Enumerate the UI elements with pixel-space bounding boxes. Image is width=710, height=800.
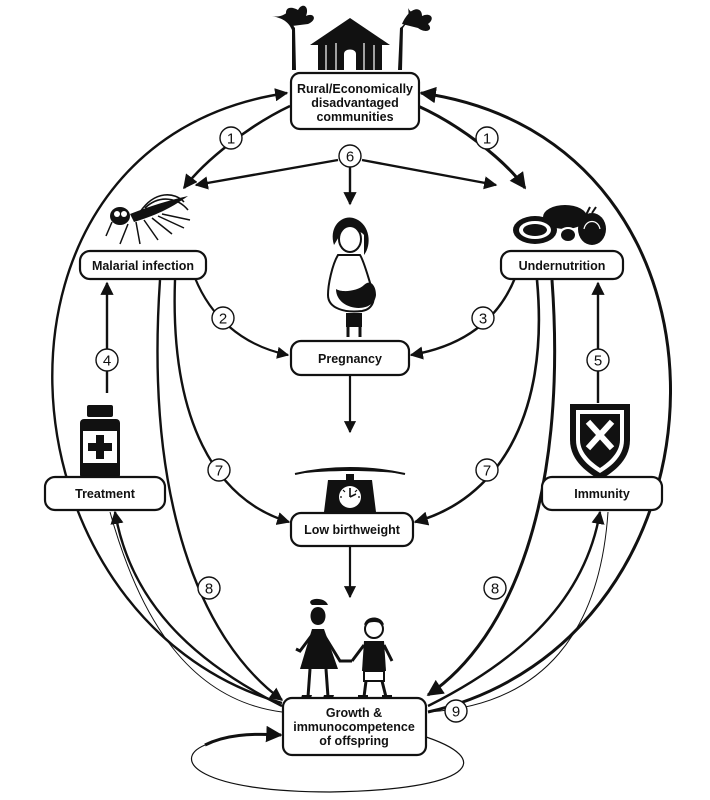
svg-text:1: 1 (227, 131, 235, 148)
pathway-badge-9: 9 (444, 699, 468, 723)
svg-text:6: 6 (346, 149, 354, 166)
pathway-badge-1-right: 1 (475, 126, 499, 150)
edge-6-to-undernutrition (361, 158, 498, 190)
edge-offspring-to-communities-left (51, 88, 289, 705)
edge-offspring-thin-left (109, 511, 283, 713)
shield-cross-icon (570, 404, 630, 480)
pathway-badge-4: 4 (95, 348, 119, 372)
node-treatment: Treatment (43, 475, 167, 512)
svg-text:5: 5 (594, 353, 602, 370)
edge-offspring-to-immunity (427, 510, 605, 708)
communities-label-line-3: communities (316, 110, 393, 124)
node-undernutrition: Undernutrition (499, 249, 625, 281)
immunity-label: Immunity (574, 487, 630, 501)
node-communities: Rural/Economically disadvantaged communi… (289, 71, 421, 131)
undernutrition-label: Undernutrition (519, 259, 606, 273)
pathway-badge-6: 6 (338, 144, 362, 168)
baby-scale-icon (294, 467, 406, 512)
pathway-badge-5: 5 (586, 348, 610, 372)
edge-malaria-to-offspring (156, 279, 284, 701)
food-basket-icon (513, 205, 606, 245)
pregnancy-label: Pregnancy (318, 352, 382, 366)
pathway-badge-2: 2 (211, 306, 235, 330)
pathway-badge-8-left: 8 (197, 576, 221, 600)
edge-undernutrition-to-low-birthweight (413, 279, 541, 526)
communities-label-line-2: disadvantaged (311, 96, 399, 110)
pathway-badge-7-left: 7 (207, 458, 231, 482)
edge-undernutrition-to-offspring (426, 279, 557, 697)
edge-malaria-to-pregnancy (193, 277, 290, 359)
offspring-label-line-1: Growth & (326, 706, 382, 720)
edge-offspring-self-loop (190, 734, 465, 793)
svg-text:2: 2 (219, 311, 227, 328)
pathway-badge-3: 3 (471, 306, 495, 330)
offspring-label-line-2: immunocompetence (293, 720, 415, 734)
svg-text:7: 7 (483, 463, 491, 480)
svg-text:9: 9 (452, 704, 460, 721)
node-offspring: Growth & immunocompetence of offspring (281, 696, 428, 757)
malaria-label: Malarial infection (92, 259, 194, 273)
pathway-badge-1-left: 1 (219, 126, 243, 150)
hut-with-palm-trees-icon (272, 5, 432, 70)
svg-text:1: 1 (483, 131, 491, 148)
children-icon (295, 598, 394, 701)
svg-text:4: 4 (103, 353, 111, 370)
svg-text:7: 7 (215, 463, 223, 480)
edges (51, 86, 672, 793)
communities-label-line-1: Rural/Economically (297, 82, 413, 96)
edge-offspring-to-treatment (110, 510, 283, 708)
edge-undernutrition-to-pregnancy (409, 277, 517, 360)
pregnant-woman-icon (326, 217, 376, 337)
edge-malaria-to-low-birthweight (173, 279, 291, 525)
node-low-birthweight: Low birthweight (289, 511, 415, 548)
svg-text:8: 8 (205, 581, 213, 598)
svg-text:3: 3 (479, 311, 487, 328)
pathway-badge-7-right: 7 (475, 458, 499, 482)
node-malarial-infection: Malarial infection (78, 249, 208, 281)
edge-offspring-to-communities-right (419, 86, 672, 714)
svg-text:8: 8 (491, 581, 499, 598)
pathway-badge-8-right: 8 (483, 576, 507, 600)
edge-offspring-self-loop-arrow (204, 725, 283, 747)
node-immunity: Immunity (540, 475, 664, 512)
treatment-label: Treatment (75, 487, 136, 501)
low-birthweight-label: Low birthweight (304, 523, 401, 537)
node-pregnancy: Pregnancy (289, 339, 411, 377)
edge-6-to-malaria (194, 158, 339, 190)
mosquito-icon (105, 194, 191, 245)
pathway-badges: 1 1 6 2 3 4 5 7 (95, 126, 610, 723)
edge-offspring-thin-right (427, 511, 609, 713)
offspring-label-line-3: of offspring (319, 734, 388, 748)
medicine-bottle-icon (80, 405, 120, 479)
